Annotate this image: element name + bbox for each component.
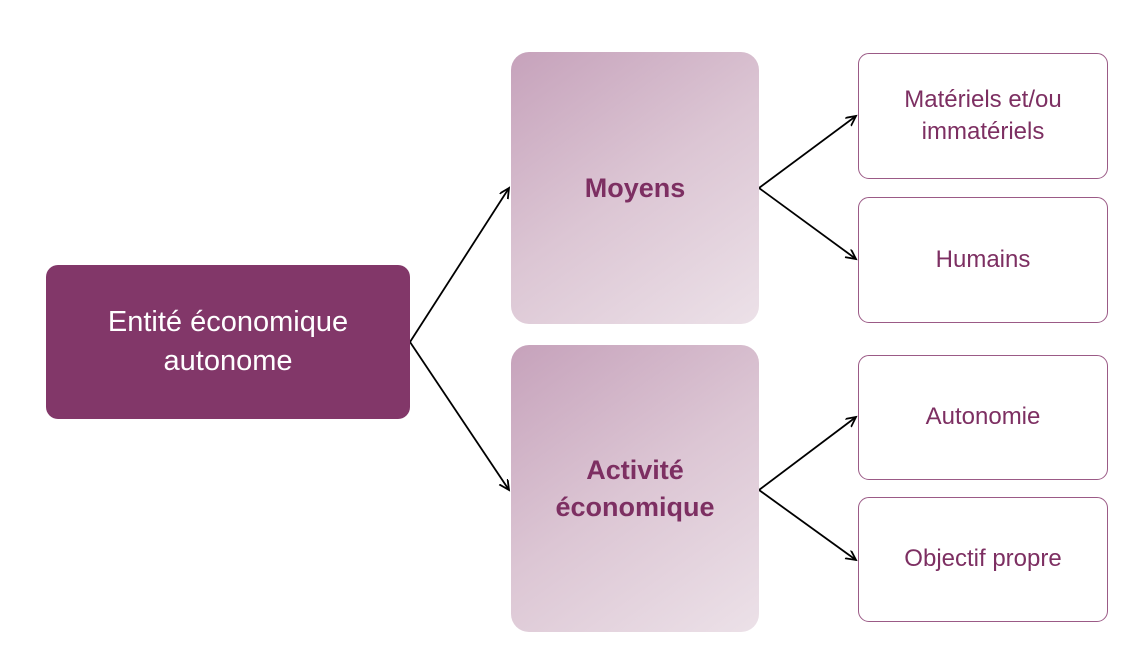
branch-node-activite-economique: Activité économique	[511, 345, 759, 632]
leaf-node-humains: Humains	[858, 197, 1108, 323]
leaf-node-label: Matériels et/ou immatériels	[904, 85, 1062, 145]
connector-activite-to-autonomie	[758, 417, 856, 491]
leaf-node-objectif-propre: Objectif propre	[858, 497, 1108, 622]
branch-node-label: Moyens	[584, 172, 686, 203]
leaf-node-label: Autonomie	[925, 403, 1041, 431]
connector-root-to-activite	[409, 341, 509, 490]
root-node-label: Entité économique autonome	[107, 305, 349, 377]
connector-activite-to-objectif	[758, 489, 856, 560]
branch-node-moyens: Moyens	[511, 52, 759, 324]
leaf-node-label: Humains	[935, 245, 1031, 273]
connector-moyens-to-materiels	[758, 116, 856, 189]
leaf-node-label: Objectif propre	[904, 545, 1062, 573]
root-node: Entité économique autonome	[46, 265, 410, 419]
leaf-node-materiels: Matériels et/ou immatériels	[858, 53, 1108, 179]
leaf-node-autonomie: Autonomie	[858, 355, 1108, 480]
connector-moyens-to-humains	[758, 187, 856, 259]
branch-node-label: Activité économique	[555, 455, 715, 522]
connector-root-to-moyens	[409, 188, 509, 343]
